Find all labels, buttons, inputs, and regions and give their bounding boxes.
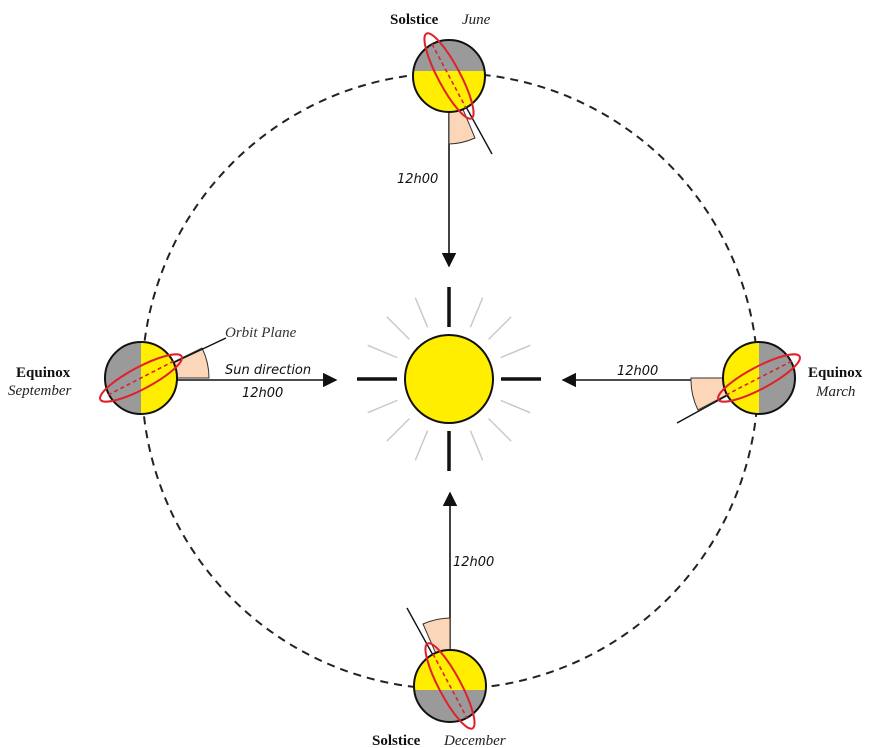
noon-label-top: 12h00 xyxy=(397,172,438,187)
earth-night-september xyxy=(105,342,141,414)
earth-night-march xyxy=(759,342,795,414)
sun-ray-minor xyxy=(488,316,512,340)
sun-ray-minor xyxy=(386,316,410,340)
december-month-label: December xyxy=(443,733,506,748)
equator-december xyxy=(424,642,476,730)
axis-march xyxy=(725,360,793,396)
december-event-label: Solstice xyxy=(372,733,421,748)
sun-direction-label: Sun direction xyxy=(225,363,311,378)
sun-ray-minor xyxy=(469,430,484,461)
noon-label-bottom: 12h00 xyxy=(453,555,494,570)
sun-icon xyxy=(357,287,541,471)
earth-day-september xyxy=(141,342,177,414)
sun-ray-minor xyxy=(500,399,531,414)
earth-icon xyxy=(412,32,493,155)
sun-rays xyxy=(357,287,541,471)
noon-label-right: 12h00 xyxy=(617,364,658,379)
earth-outline-march xyxy=(722,341,796,415)
earth-outline-september xyxy=(104,341,178,415)
earth-outline-june xyxy=(412,39,486,113)
equator-june xyxy=(423,32,475,120)
noon-label-left: 12h00 xyxy=(242,386,283,401)
equator-september xyxy=(99,353,183,403)
sun-ray-minor xyxy=(414,430,429,461)
earth-day-march xyxy=(723,342,759,414)
september-event-label: Equinox xyxy=(16,365,71,381)
equator-march xyxy=(717,353,801,403)
june-month-label: June xyxy=(462,12,491,28)
axis-december xyxy=(432,653,468,719)
sun-disc xyxy=(404,334,494,424)
september-month-label: September xyxy=(8,383,71,399)
sun-ray-minor xyxy=(469,297,484,328)
june-event-label: Solstice xyxy=(390,12,439,28)
sun-ray-minor xyxy=(500,344,531,359)
earth-icon xyxy=(99,337,227,415)
axis-september xyxy=(107,360,175,396)
earth-icon xyxy=(406,607,487,730)
sun-ray-minor xyxy=(386,418,410,442)
march-month-label: March xyxy=(815,384,855,400)
earth-icon xyxy=(676,341,801,424)
sun-ray-minor xyxy=(367,399,398,414)
sun-ray-minor xyxy=(488,418,512,442)
march-event-label: Equinox xyxy=(808,365,863,381)
axis-june xyxy=(431,43,467,109)
sun-ray-minor xyxy=(414,297,429,328)
orbit-plane-label: Orbit Plane xyxy=(225,325,297,341)
earth-outline-december xyxy=(413,649,487,723)
sun-ray-minor xyxy=(367,344,398,359)
